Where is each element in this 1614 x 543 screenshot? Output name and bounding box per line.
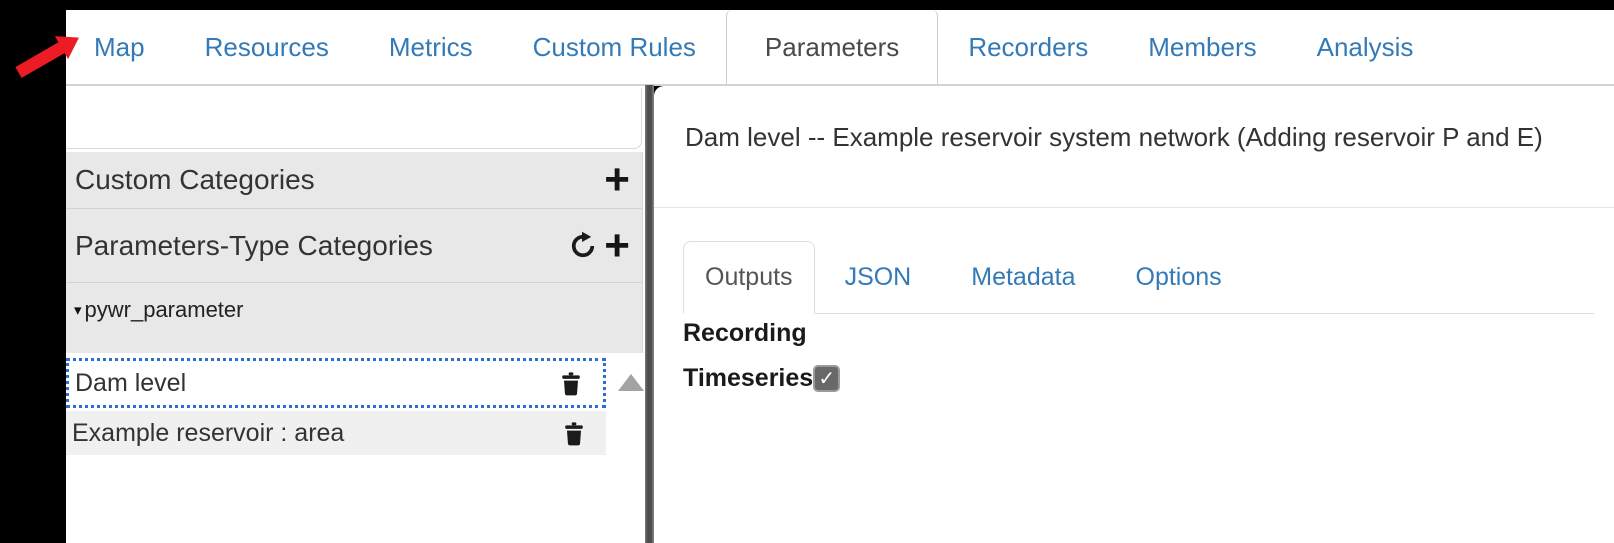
caret-down-icon[interactable]: ▾ xyxy=(74,302,82,319)
timeseries-field-label: Timeseries xyxy=(683,364,814,392)
red-arrow-annotation-icon xyxy=(15,36,79,78)
tab-options[interactable]: Options xyxy=(1135,262,1222,291)
tree-node-label: pywr_parameter xyxy=(84,297,244,322)
nav-item-custom-rules[interactable]: Custom Rules xyxy=(532,31,696,62)
nav-item-resources[interactable]: Resources xyxy=(204,31,329,62)
timeseries-checkbox[interactable]: ✓ xyxy=(813,365,841,392)
add-custom-category-button plus-icon[interactable]: + xyxy=(604,155,630,204)
tab-json[interactable]: JSON xyxy=(844,262,912,291)
recording-section-heading: Recording xyxy=(683,319,807,347)
nav-item-recorders[interactable]: Recorders xyxy=(968,31,1089,62)
refresh-categories-button[interactable] xyxy=(568,231,598,261)
nav-item-members[interactable]: Members xyxy=(1148,31,1257,62)
list-item-dam-level[interactable]: Dam level xyxy=(66,358,606,408)
delete-example-reservoir-area-button[interactable] xyxy=(560,418,588,449)
custom-categories-title: Custom Categories xyxy=(75,164,315,195)
timeseries-field-row: Timeseries ✓ xyxy=(683,364,841,393)
nav-item-metrics[interactable]: Metrics xyxy=(388,31,473,62)
panel-splitter[interactable] xyxy=(645,85,654,543)
sidebar-header-box xyxy=(66,88,642,149)
list-item-example-reservoir-area[interactable]: Example reservoir : area xyxy=(66,411,606,455)
top-nav: Map Resources Metrics Custom Rules Param… xyxy=(66,10,1614,86)
refresh-icon xyxy=(572,231,595,257)
list-item-label: Example reservoir : area xyxy=(72,418,345,447)
list-item-label: Dam level xyxy=(75,368,187,397)
checkmark-icon: ✓ xyxy=(818,368,836,390)
outputs-tab-content: Recording Timeseries ✓ xyxy=(683,319,841,393)
delete-dam-level-button[interactable] xyxy=(557,368,585,399)
title-divider xyxy=(654,207,1614,208)
detail-title: Dam level -- Example reservoir system ne… xyxy=(685,122,1543,152)
detail-panel: Dam level -- Example reservoir system ne… xyxy=(654,86,1614,543)
tab-outputs[interactable]: Outputs xyxy=(683,241,815,314)
scrollbar-up-arrow-icon[interactable] xyxy=(618,374,644,391)
parameters-type-categories-header: Parameters-Type Categories + xyxy=(66,209,642,283)
nav-item-parameters-active[interactable]: Parameters xyxy=(725,10,939,84)
categories-section: Custom Categories + Parameters-Type Cate… xyxy=(66,152,643,353)
tree-node-pywr-parameter[interactable]: ▾ pywr_parameter xyxy=(66,283,642,323)
parameter-list: Dam level Example reservoir : area xyxy=(66,358,606,455)
categories-sidebar: Custom Categories + Parameters-Type Cate… xyxy=(66,86,645,543)
parameters-type-categories-title: Parameters-Type Categories xyxy=(75,229,433,261)
custom-categories-header: Custom Categories + xyxy=(66,152,642,209)
nav-item-analysis[interactable]: Analysis xyxy=(1316,31,1414,62)
tab-metadata[interactable]: Metadata xyxy=(971,262,1076,291)
add-parameter-type-category-button plus-icon[interactable]: + xyxy=(604,220,630,270)
trash-icon xyxy=(562,371,580,395)
detail-tabs: Outputs JSON Metadata Options xyxy=(683,241,1594,314)
nav-item-map[interactable]: Map xyxy=(94,31,145,62)
trash-icon xyxy=(565,421,583,445)
